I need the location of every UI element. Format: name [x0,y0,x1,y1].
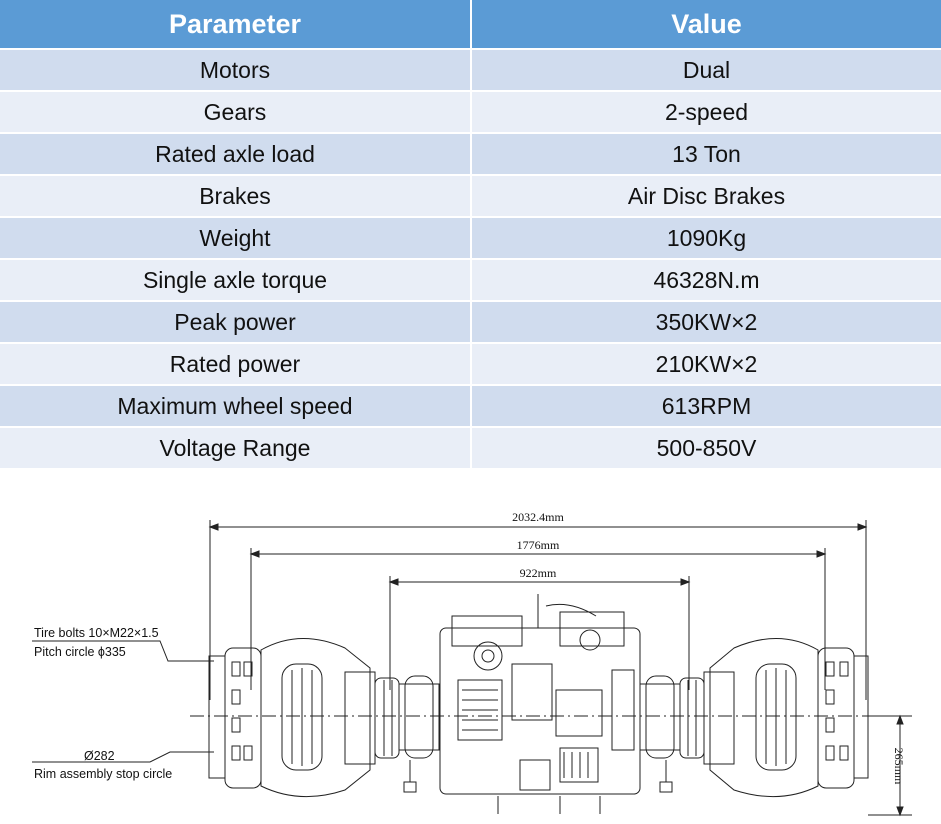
table-row: Motors Dual [0,48,941,91]
parameter-cell: Peak power [0,300,471,343]
parameter-cell: Brakes [0,174,471,217]
value-cell: 500-850V [470,426,941,468]
leader-line-stop-circle [32,751,214,763]
table-row: Single axle torque 46328N.m [0,258,941,301]
dimension-height-label: 265mm [892,748,906,785]
left-wheel-hub [208,638,400,798]
central-drive-unit [439,594,641,814]
parameter-cell: Voltage Range [0,426,471,468]
value-cell: Air Disc Brakes [470,174,941,217]
value-cell: Dual [470,48,941,91]
note-pitch-circle: Pitch circle ϕ335 [34,645,126,659]
value-cell: 210KW×2 [470,342,941,385]
parameter-cell: Gears [0,90,471,133]
spec-table: Parameter Value Motors Dual Gears 2-spee… [0,0,941,468]
parameter-cell: Motors [0,48,471,91]
value-cell: 1090Kg [470,216,941,259]
table-header-row: Parameter Value [0,0,941,49]
value-cell: 2-speed [470,90,941,133]
value-cell: 46328N.m [470,258,941,301]
table-row: Gears 2-speed [0,90,941,133]
right-wheel-hub [679,638,869,798]
dimension-line-overall [208,520,868,700]
table-row: Peak power 350KW×2 [0,300,941,343]
table-row: Rated axle load 13 Ton [0,132,941,175]
table-row: Maximum wheel speed 613RPM [0,384,941,427]
table-row: Voltage Range 500-850V [0,426,941,468]
dimension-line-inner [388,576,691,690]
note-tire-bolts: Tire bolts 10×M22×1.5 [34,626,159,640]
dimension-middle-label: 1776mm [517,538,560,552]
right-axle-tube [639,675,681,793]
note-stop-circle: Rim assembly stop circle [34,767,172,781]
parameter-cell: Rated axle load [0,132,471,175]
leader-line-tire-bolts [32,640,214,662]
dimension-inner-label: 922mm [520,566,557,580]
value-cell: 350KW×2 [470,300,941,343]
dimension-overall-label: 2032.4mm [512,510,564,524]
header-value: Value [470,0,941,49]
parameter-cell: Rated power [0,342,471,385]
parameter-cell: Single axle torque [0,258,471,301]
header-parameter: Parameter [0,0,471,49]
parameter-cell: Weight [0,216,471,259]
value-cell: 613RPM [470,384,941,427]
axle-drawing: 2032.4mm 1776mm 922mm 265mm Tire bolts 1… [32,510,912,817]
table-row: Brakes Air Disc Brakes [0,174,941,217]
dimension-line-middle [249,548,827,690]
left-axle-tube [398,675,440,793]
value-cell: 13 Ton [470,132,941,175]
table-row: Weight 1090Kg [0,216,941,259]
parameter-cell: Maximum wheel speed [0,384,471,427]
table-row: Rated power 210KW×2 [0,342,941,385]
note-stop-circle-diameter: Ø282 [84,749,115,763]
